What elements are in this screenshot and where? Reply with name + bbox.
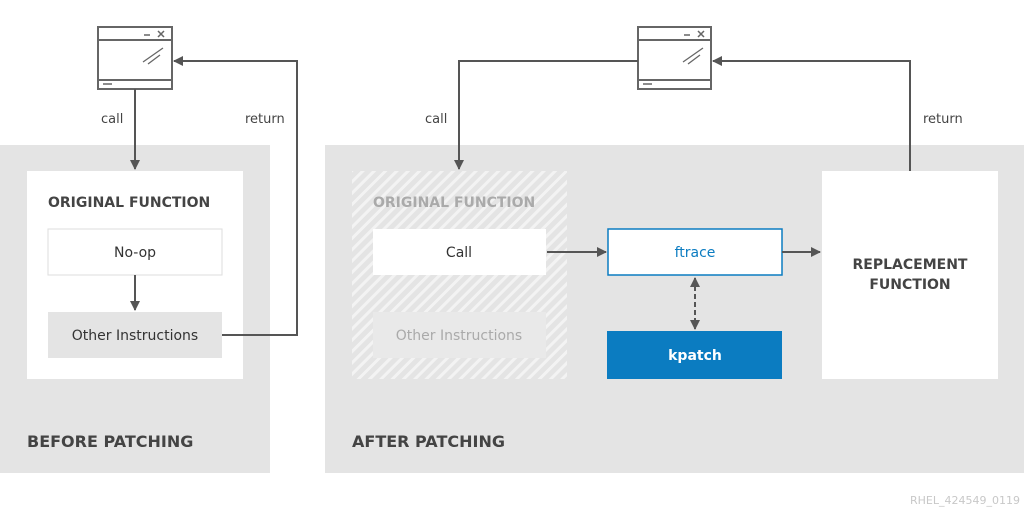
- ftrace-label: ftrace: [675, 245, 716, 261]
- other-instructions-label: Other Instructions: [72, 328, 198, 344]
- other-instructions-box: [48, 312, 222, 358]
- call-box-label: Call: [446, 245, 472, 261]
- noop-label: No-op: [114, 245, 156, 261]
- before-patching-label: BEFORE PATCHING: [27, 432, 193, 451]
- other-instructions-label: Other Instructions: [396, 328, 522, 344]
- call-label: call: [101, 112, 123, 127]
- return-label: return: [923, 112, 963, 127]
- call-arrow: [454, 60, 638, 170]
- return-arrow: [173, 56, 298, 336]
- kpatch-label: kpatch: [668, 348, 722, 364]
- call-label: call: [425, 112, 447, 127]
- kpatch-box: [607, 331, 782, 379]
- other-instructions-box: [373, 312, 546, 358]
- original-function-title: ORIGINAL FUNCTION: [373, 195, 535, 211]
- call-box: [373, 229, 546, 275]
- watermark: RHEL_424549_0119: [910, 494, 1020, 507]
- replacement-function-box: [822, 171, 998, 379]
- window-icon: [637, 26, 712, 90]
- original-function-title: ORIGINAL FUNCTION: [48, 195, 210, 211]
- ftrace-box: [607, 228, 783, 276]
- replacement-function-label: REPLACEMENT: [853, 257, 968, 273]
- noop-box: [47, 228, 223, 276]
- return-label: return: [245, 112, 285, 127]
- return-arrow: [712, 56, 911, 171]
- after-patching-label: AFTER PATCHING: [352, 432, 505, 451]
- replacement-function-label: FUNCTION: [869, 277, 950, 293]
- window-icon: [97, 26, 173, 90]
